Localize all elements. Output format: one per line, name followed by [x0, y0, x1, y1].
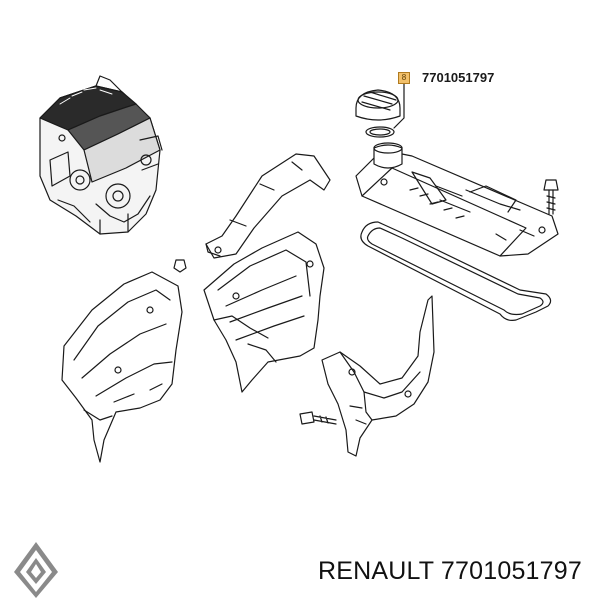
center-timing-cover	[203, 231, 325, 393]
cover-clip	[173, 259, 187, 273]
engine-assembly	[39, 75, 163, 235]
cover-gasket	[360, 221, 552, 321]
upper-timing-cover	[205, 153, 331, 259]
callout-marker: 8	[398, 72, 410, 84]
cover-bolt	[543, 179, 559, 215]
rocker-cover	[355, 142, 559, 257]
callout-leader-line	[393, 83, 405, 129]
engine-mount-bracket	[321, 295, 435, 457]
footer-caption: RENAULT 7701051797	[318, 557, 582, 585]
bracket-bolt	[299, 411, 337, 425]
renault-logo	[14, 542, 58, 598]
lower-timing-cover	[61, 271, 183, 463]
callout-part-number: 7701051797	[422, 70, 495, 85]
oil-filler-cap	[355, 89, 401, 138]
